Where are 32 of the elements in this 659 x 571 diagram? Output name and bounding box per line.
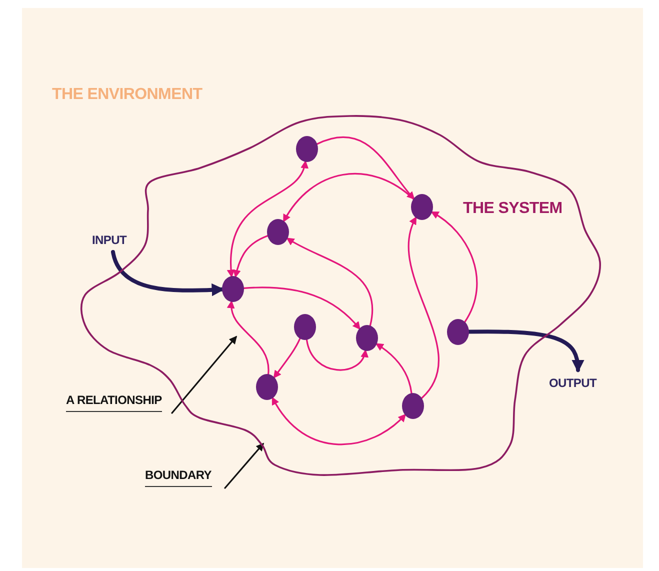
- system-element-dot: [222, 276, 244, 302]
- arrow: [408, 216, 440, 399]
- flow-label: OUTPUT: [549, 375, 597, 391]
- arrow: [467, 330, 584, 373]
- arrow: [272, 396, 406, 446]
- arrow: [286, 238, 374, 326]
- callout-label: A RELATIONSHIP: [66, 392, 162, 412]
- arrow: [306, 339, 368, 371]
- callout-label: BOUNDARY: [145, 467, 212, 487]
- leader-line: [171, 336, 238, 414]
- system-heading: THE SYSTEM: [463, 200, 562, 218]
- arrow: [375, 343, 412, 394]
- system-element-dot: [356, 325, 378, 351]
- system-element-dot: [296, 136, 318, 162]
- system-element-dot: [256, 374, 278, 400]
- arrow: [430, 211, 478, 323]
- system-element-dot: [447, 319, 469, 345]
- arrow: [243, 286, 360, 330]
- environment-heading: THE ENVIRONMENT: [52, 86, 202, 104]
- system-element-dot: [294, 314, 316, 340]
- arrow: [283, 172, 414, 222]
- leader-line: [224, 442, 264, 489]
- arrow: [316, 136, 415, 200]
- arrow: [228, 300, 270, 375]
- flow-label: INPUT: [92, 232, 127, 248]
- arrow: [227, 160, 308, 278]
- system-element-dot: [411, 194, 433, 220]
- system-element-dot: [402, 393, 424, 419]
- arrow: [273, 338, 301, 378]
- system-element-dot: [267, 219, 289, 245]
- arrow: [233, 235, 268, 278]
- environment-background: [22, 8, 643, 568]
